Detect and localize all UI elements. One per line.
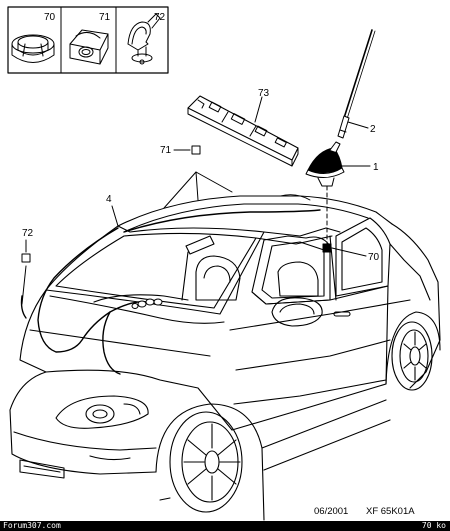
leader-73: [254, 96, 263, 123]
car-windscreen: [45, 225, 265, 315]
inset-frame: [7, 6, 169, 74]
leader-4: [111, 205, 119, 227]
antenna-base: [305, 141, 345, 187]
callout-72: 72: [22, 228, 34, 239]
cable-connectors: [131, 298, 163, 309]
fork-lines-71: [163, 171, 233, 209]
bracket-73: [187, 95, 299, 167]
leader-70: [331, 247, 367, 257]
footer-bar: Forum307.com 70 ko: [0, 521, 450, 531]
antenna-cable: [20, 209, 321, 375]
footer-size: 70 ko: [421, 521, 446, 530]
callout-73: 73: [258, 88, 270, 99]
car-headlight: [55, 395, 149, 429]
footer-site: Forum307.com: [3, 521, 61, 530]
car-seat-front: [195, 255, 241, 301]
reference-date: 06/2001: [314, 506, 348, 517]
callout-70: 70: [368, 252, 380, 263]
car-roof: [117, 195, 393, 227]
inset-label-70: 70: [44, 12, 56, 23]
parts-inset: 70 71 72: [7, 6, 169, 74]
retaining-clip-part-icon: [127, 13, 161, 65]
side-mirror: [271, 297, 323, 327]
car-illustration: [9, 194, 441, 521]
clip-71-square: [191, 145, 201, 155]
cable-clip-part-icon: [69, 29, 109, 65]
leader-2: [347, 121, 369, 129]
leader-72-lower: [21, 265, 27, 305]
car-front-arch: [155, 403, 265, 521]
car-door: [231, 285, 389, 431]
car-rear-window: [335, 217, 391, 297]
callout-4: 4: [106, 194, 112, 205]
callout-71: 71: [160, 145, 172, 156]
inset-label-71: 71: [99, 12, 111, 23]
rear-wheel: [391, 321, 433, 391]
grommet-part-icon: [11, 34, 55, 63]
antenna-rod: [337, 29, 376, 139]
car-seat-rear: [277, 261, 319, 297]
reference-code: XF 65K01A: [366, 506, 415, 517]
clip-72-square: [21, 253, 31, 263]
callout-1: 1: [373, 162, 379, 173]
callout-2: 2: [370, 124, 376, 135]
car-rear-arch: [385, 311, 441, 385]
front-wheel: [169, 411, 243, 513]
car-hood: [19, 289, 233, 431]
